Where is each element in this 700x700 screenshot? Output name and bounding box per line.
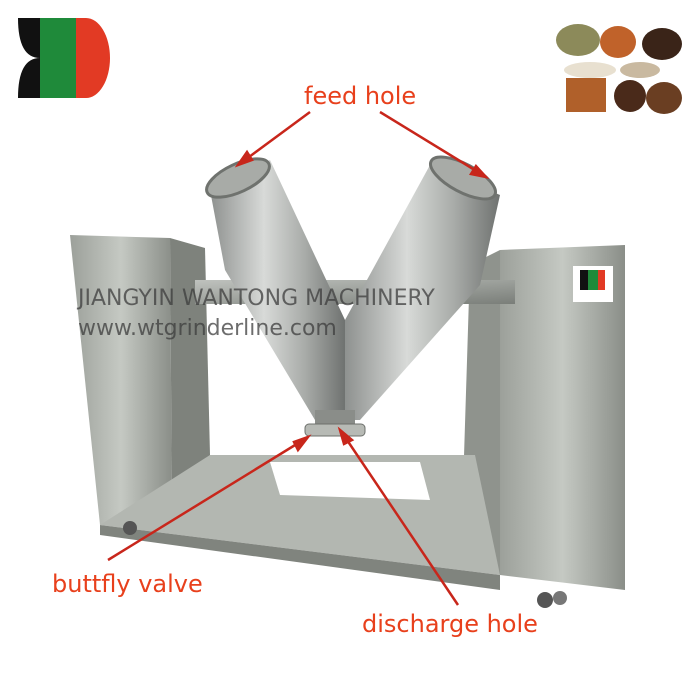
label-feed-hole: feed hole xyxy=(304,82,417,110)
annotation-arrows xyxy=(107,110,490,606)
watermark-company: JIANGYIN WANTONG MACHINERY xyxy=(78,286,435,311)
brand-logo xyxy=(18,18,110,98)
discharge-valve xyxy=(304,423,366,437)
v-vessel-left-arm xyxy=(210,160,345,420)
label-discharge-hole: discharge hole xyxy=(362,610,538,638)
watermark-website: www.wtgrinderline.com xyxy=(78,316,337,341)
label-buttfly-valve: buttfly valve xyxy=(52,570,203,598)
right-frame xyxy=(500,245,625,590)
v-vessel-right-arm xyxy=(345,165,500,420)
left-frame xyxy=(70,235,172,525)
spices-photo xyxy=(553,20,683,120)
feed-hole-left xyxy=(205,157,271,199)
